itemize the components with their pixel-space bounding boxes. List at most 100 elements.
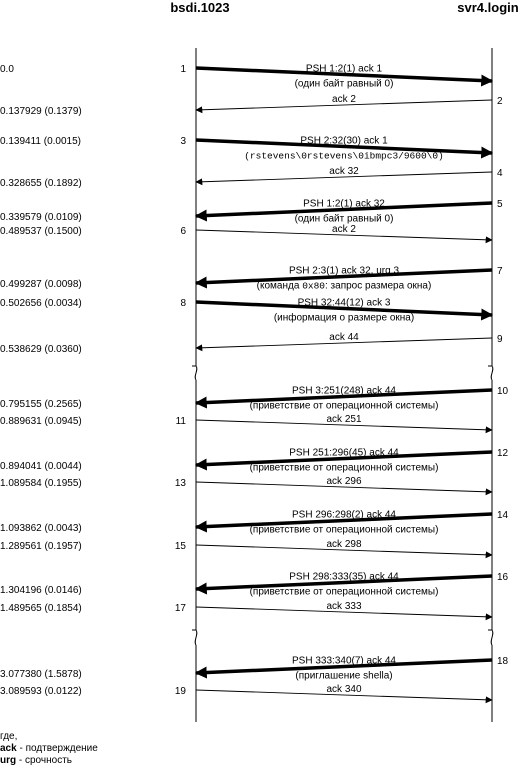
legend-title: где, [0,731,18,742]
segment-arrow [195,66,494,87]
segment-arrow [194,512,493,533]
segment-number: 11 [176,416,187,427]
segment-time: 1.093862 (0.0043) [0,523,82,534]
detail-code: 0x80 [302,281,325,292]
legend-desc: - срочность [16,755,72,766]
segment-detail: (один байт равный 0) [295,213,394,225]
segment-arrow [195,171,493,186]
segment-label: PSH 2:32(30) ack 1 [300,136,388,147]
segment-label: ack 44 [329,332,359,343]
segment-number: 7 [497,266,503,277]
segment-label: ack 298 [326,539,361,550]
segment-arrow [195,99,493,114]
legend-desc: - подтверждение [16,743,98,754]
segment-number: 10 [497,386,509,397]
segment-time: 0.502656 (0.0034) [0,298,82,309]
segment-time: 0.795155 (0.2565) [0,399,82,410]
segment-arrow [194,388,493,409]
segment-arrow [194,268,493,289]
segment-detail: (информация о размере окна) [274,312,414,324]
segment-time: 0.328655 (0.1892) [0,178,82,189]
segment-arrow [195,481,493,496]
segment-time: 0.0 [0,64,14,75]
segment-time: 0.137929 (0.1379) [0,106,82,117]
segment-detail: (приветствие от операционной системы) [250,587,439,598]
segment-number: 5 [497,199,503,210]
segment-time: 3.077380 (1.5878) [0,669,82,680]
segment-time: 0.339579 (0.0109) [0,212,82,223]
segment-arrow [195,689,493,704]
segment-time: 0.139411 (0.0015) [0,136,81,147]
segment-number: 6 [180,226,186,237]
legend-key: ack [0,743,17,754]
lifeline-break [488,365,494,381]
segment-detail: (один байт равный 0) [295,78,394,90]
segment-detail: (rstevens\0rstevens\0ibmpc3/9600\0) [244,151,444,162]
segment-label: PSH 32:44(12) ack 3 [298,298,391,309]
segment-detail: (приветствие от операционной системы) [250,401,439,412]
lifelines [192,48,494,722]
segment-arrow [195,419,493,434]
segment-number: 13 [175,478,187,489]
segment-4: 0.328655 (0.1892) 4 ack 32 [0,166,503,189]
segment-arrow [195,544,493,559]
segment-label: ack 333 [326,601,361,612]
segment-time: 3.089593 (0.0122) [0,686,82,697]
lifeline-break [488,629,494,646]
segment-label: ack 251 [326,414,361,425]
legend-key: urg [0,755,17,766]
segment-label: PSH 2:3(1) ack 32, urg 3 [289,266,399,277]
lifeline-break [192,629,198,646]
segment-8: 0.502656 (0.0034) 8 PSH 32:44(12) ack 3 (ин… [0,298,494,324]
segment-label: ack 2 [332,94,356,105]
segment-arrow [195,229,493,244]
host-right-label: svr4.login [457,0,518,15]
segment-17: 1.489565 (0.1854) 17 ack 333 [0,601,493,621]
legend: где, ack - подтверждение urg - срочность [0,731,98,767]
detail-text: (команда [257,281,303,292]
segment-arrow [194,574,493,595]
segment-arrow [195,138,494,159]
segment-label: ack 2 [332,224,356,235]
segment-arrow [194,450,493,471]
segment-label: ack 32 [329,166,359,177]
legend-item-urg: urg - срочность [0,755,98,767]
segment-time: 0.499287 (0.0098) [0,279,82,290]
segment-label: PSH 1:2(1) ack 32 [303,199,385,210]
segment-label: PSH 298:333(35) ack 44 [289,572,399,583]
segment-arrow [195,337,493,352]
segment-number: 15 [175,541,187,552]
segment-number: 4 [497,168,503,179]
segment-label: PSH 3:251(248) ack 44 [292,386,396,397]
segment-number: 18 [497,656,509,667]
legend-item-ack: ack - подтверждение [0,743,98,755]
segment-label: PSH 251:296(45) ack 44 [289,448,399,459]
segment-7: 0.499287 (0.0098) 7 PSH 2:3(1) ack 32, urg… [0,266,503,292]
segment-arrow [194,658,493,679]
segment-number: 17 [175,603,187,614]
segment-number: 19 [175,686,187,697]
segment-time: 0.894041 (0.0044) [0,461,82,472]
segment-arrow [194,201,493,222]
segment-time: 1.489565 (0.1854) [0,603,82,614]
lifeline-break [192,365,198,381]
segment-time: 1.304196 (0.0146) [0,585,82,596]
segment-number: 8 [180,298,186,309]
segment-time: 1.089584 (0.1955) [0,478,82,489]
segment-number: 3 [180,136,186,147]
segment-detail: (приветствие от операционной системы) [250,525,439,536]
segment-number: 14 [497,510,509,521]
segment-3: 0.139411 (0.0015) 3 PSH 2:32(30) ack 1 (rst… [0,136,494,162]
segment-arrow [195,300,494,321]
segment-5: 0.339579 (0.0109) 5 PSH 1:2(1) ack 32 (один… [0,199,503,225]
segment-number: 12 [497,448,509,459]
segment-detail: (приветствие от операционной системы) [250,463,439,474]
segment-number: 16 [497,572,509,583]
